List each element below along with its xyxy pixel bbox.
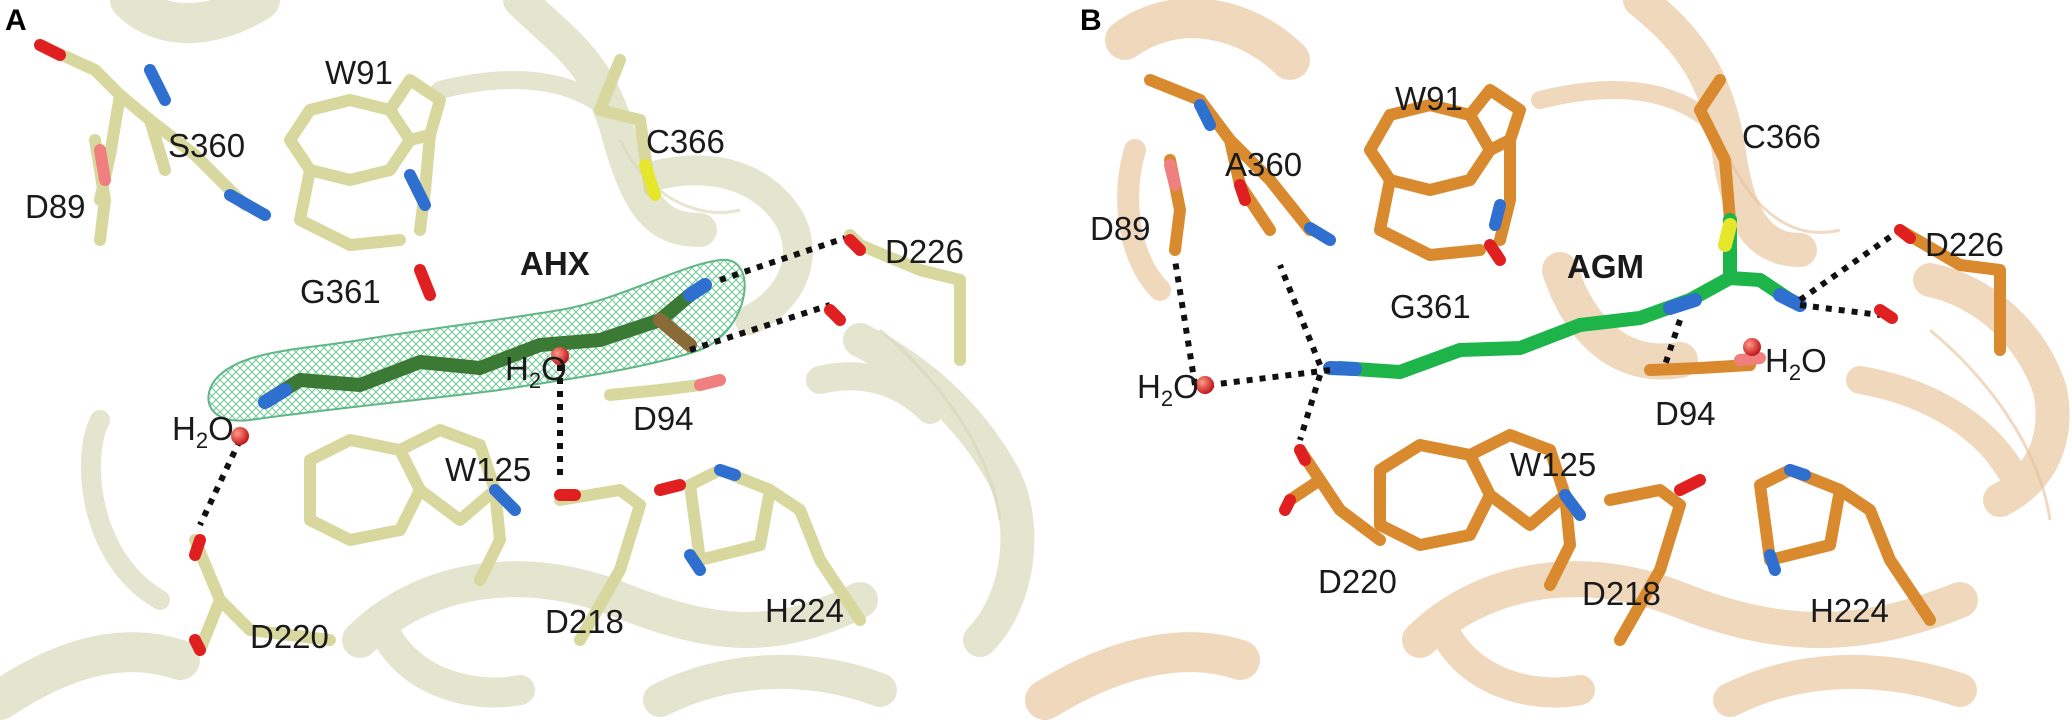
water-a-2 — [551, 347, 569, 365]
residue-w91-a: W91 — [325, 54, 393, 91]
residue-d220-a: D220 — [250, 618, 329, 655]
panel-b-letter: B — [1080, 4, 1102, 37]
residue-d94-b: D94 — [1655, 395, 1716, 432]
residue-d89-a: D89 — [25, 188, 86, 225]
water-label-a-1: H2O — [172, 410, 234, 453]
panel-a-letter: A — [5, 4, 27, 37]
residue-d226-a: D226 — [885, 233, 964, 270]
residue-d226-b: D226 — [1925, 226, 2004, 263]
panel-b: B AGM W91 A360 C366 D89 G361 D226 D94 W1… — [1025, 0, 2070, 720]
residue-g361-a: G361 — [300, 273, 381, 310]
ligand-label-agm: AGM — [1567, 248, 1644, 285]
residue-c366-b: C366 — [1742, 118, 1821, 155]
panel-a-hbonds — [197, 235, 846, 527]
panel-b-residue-sticks — [1144, 74, 2006, 646]
residue-a360-b: A360 — [1225, 146, 1302, 183]
panel-b-hbonds — [1172, 227, 1902, 441]
panel-a: A AHX W91 S360 C366 D89 G361 D226 D94 W1… — [0, 0, 1035, 720]
water-label-b-1: H2O — [1137, 368, 1199, 411]
residue-w125-a: W125 — [445, 451, 531, 488]
residue-d89-b: D89 — [1090, 210, 1151, 247]
water-label-a-2: H2O — [505, 350, 567, 393]
water-b-2 — [1743, 338, 1761, 356]
ligand-ahx — [258, 278, 712, 409]
water-a-1 — [231, 427, 249, 445]
water-b-1 — [1196, 376, 1214, 394]
residue-w91-b: W91 — [1395, 80, 1463, 117]
residue-c366-a: C366 — [646, 123, 725, 160]
ligand-agm — [1323, 213, 1807, 379]
water-label-b-2: H2O — [1765, 342, 1827, 385]
panel-a-ribbons — [0, 0, 1035, 720]
residue-d218-b: D218 — [1582, 575, 1661, 612]
residue-h224-b: H224 — [1810, 592, 1889, 629]
electron-density-mesh — [207, 258, 746, 422]
residue-g361-b: G361 — [1390, 288, 1471, 325]
residue-h224-a: H224 — [765, 592, 844, 629]
residue-d220-b: D220 — [1318, 563, 1397, 600]
residue-d94-a: D94 — [633, 400, 694, 437]
residue-s360-a: S360 — [168, 127, 245, 164]
residue-d218-a: D218 — [545, 603, 624, 640]
residue-w125-b: W125 — [1510, 446, 1596, 483]
ligand-label-ahx: AHX — [520, 245, 590, 282]
